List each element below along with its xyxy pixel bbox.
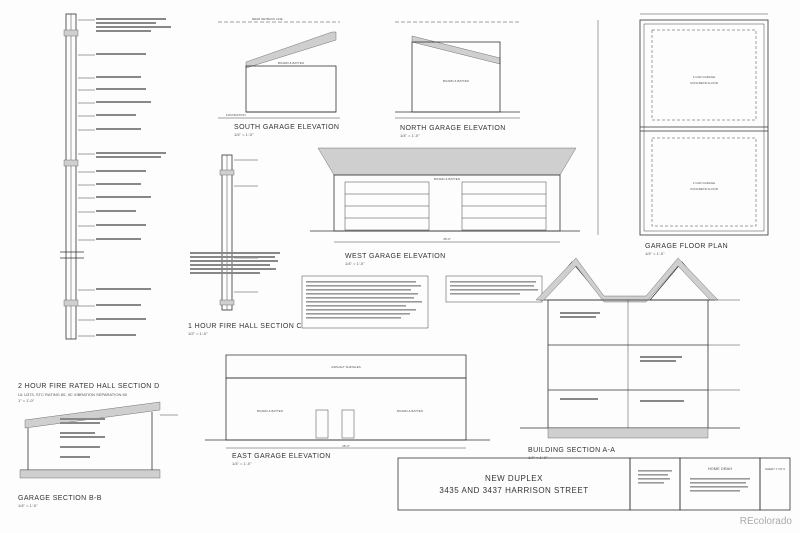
north-board-batten-label: BOARD & BATTEN [443,79,469,83]
east-shingles-label: ASPHALT SHINGLES [331,365,360,369]
garage-section-scale: 1/4" = 1'-0" [18,503,38,508]
south-garage-title: SOUTH GARAGE ELEVATION [234,124,339,131]
garage-floor-plan: 2 CAR GARAGE CONCRETE FLOOR 2 CAR GARAGE… [597,13,769,256]
north-garage-title: NORTH GARAGE ELEVATION [400,125,506,132]
south-board-batten-label: BOARD & BATTEN [278,61,304,65]
west-board-batten-label: BOARD & BATTEN [434,177,460,181]
garage-unit-a-floor: CONCRETE FLOOR [690,81,719,85]
project-address: 3435 AND 3437 HARRISON STREET [439,486,588,495]
south-setback-label: REAR SETBACK LINE [252,17,283,21]
garage-unit-b-floor: CONCRETE FLOOR [690,187,719,191]
title-block: NEW DUPLEX 3435 AND 3437 HARRISON STREET… [397,457,791,511]
sheet-number: SHEET 7 OF 9 [765,467,785,471]
building-section-title: BUILDING SECTION A-A [528,447,615,454]
designer-name: HOME DRAH [708,466,733,471]
west-garage-scale: 1/4" = 1'-0" [345,261,365,266]
garage-unit-b-label: 2 CAR GARAGE [693,181,716,185]
east-dim: 38'-0" [342,444,350,448]
garage-section-title: GARAGE SECTION B-B [18,495,102,502]
building-section-aa: BUILDING SECTION A-A 1/4" = 1'-0" [520,257,740,460]
fire-hall-1hr-title: 1 HOUR FIRE HALL SECTION C [188,323,302,330]
garage-floor-scale: 1/4" = 1'-0" [645,251,665,256]
watermark: REcolorado [740,516,793,527]
building-section-scale: 1/4" = 1'-0" [528,455,548,460]
north-garage-scale: 1/4" = 1'-0" [400,133,420,138]
north-garage-elevation: BOARD & BATTEN NORTH GARAGE ELEVATION 1/… [395,21,520,138]
fire-hall-2hr-scale: 1" = 1'-0" [18,398,35,403]
east-board-batten-right: BOARD & BATTEN [397,409,423,413]
fire-hall-2hr-note: UL U373, STC RATING 60, IIC VIBRATION SE… [18,392,128,397]
east-board-batten-left: BOARD & BATTEN [257,409,283,413]
west-garage-elevation: 38'-0" BOARD & BATTEN WEST GARAGE ELEVAT… [310,147,580,266]
garage-section-bb: GARAGE SECTION B-B 1/4" = 1'-0" [18,401,178,508]
east-garage-elevation: ASPHALT SHINGLES BOARD & BATTEN BOARD & … [205,354,490,466]
fire-hall-2hr-section: 2 HOUR FIRE RATED HALL SECTION D UL U373… [18,13,171,403]
general-notes [301,275,543,329]
garage-unit-a-label: 2 CAR GARAGE [693,75,716,79]
east-garage-title: EAST GARAGE ELEVATION [232,453,331,460]
fire-hall-2hr-title: 2 HOUR FIRE RATED HALL SECTION D [18,383,160,390]
south-garage-elevation: BOARD & BATTEN FOUNDATION REAR SETBACK L… [218,17,340,137]
project-name: NEW DUPLEX [485,474,543,483]
west-garage-title: WEST GARAGE ELEVATION [345,253,446,260]
garage-floor-title: GARAGE FLOOR PLAN [645,243,728,250]
fire-hall-1hr-section: 1 HOUR FIRE HALL SECTION C 1/2" = 1'-0" [188,154,302,336]
east-garage-scale: 1/4" = 1'-0" [232,461,252,466]
west-dim: 38'-0" [443,237,451,241]
south-garage-scale: 1/4" = 1'-0" [234,132,254,137]
south-foundation-label: FOUNDATION [226,113,246,117]
fire-hall-1hr-scale: 1/2" = 1'-0" [188,331,208,336]
